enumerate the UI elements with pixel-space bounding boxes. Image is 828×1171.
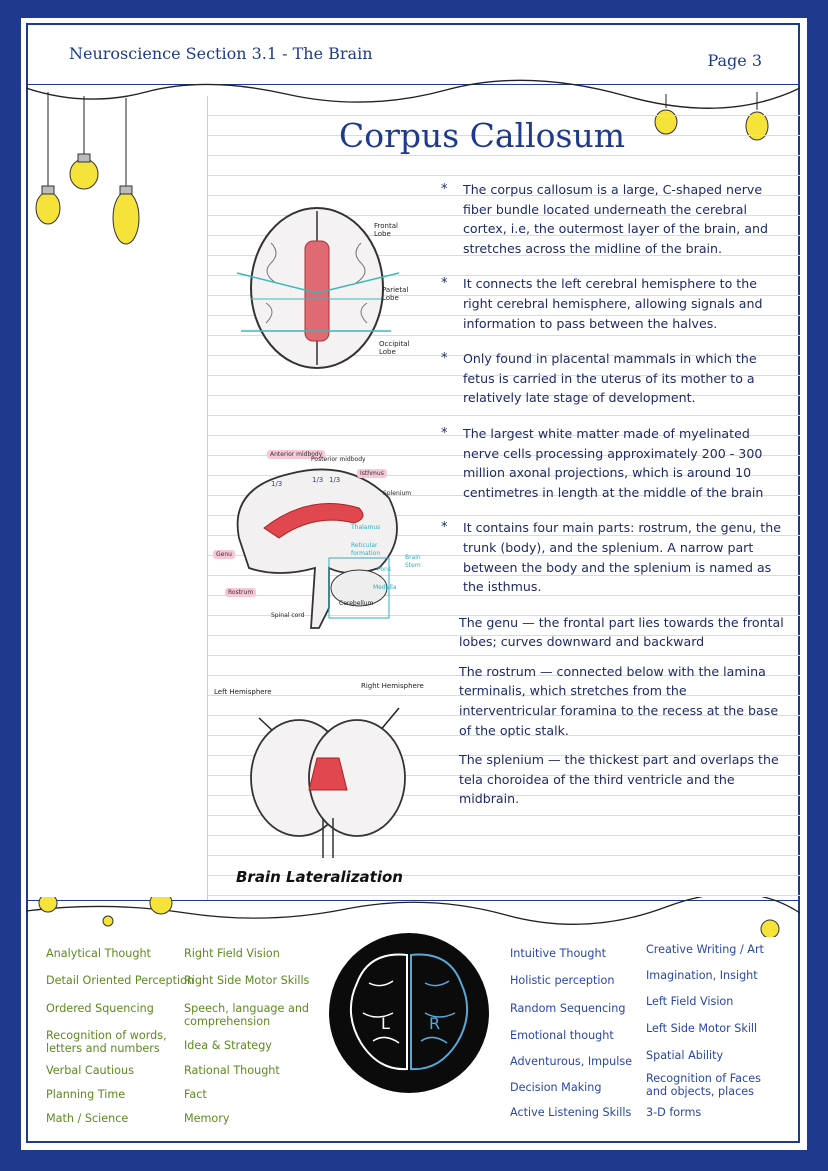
brain-lateralization-caption: Brain Lateralization	[236, 868, 403, 886]
anterior-midbody-tag: Anterior midbody	[267, 450, 326, 459]
trait-item: Active Listening Skills	[510, 1106, 632, 1119]
trait-item: Planning Time	[46, 1088, 126, 1101]
notes-bullet-list: *The corpus callosum is a large, C-shape…	[441, 180, 786, 819]
definition-note: The splenium — the thickest part and ove…	[459, 752, 779, 807]
bullet-note: *Only found in placental mammals in whic…	[441, 351, 757, 406]
trait-item: Idea & Strategy	[184, 1039, 272, 1052]
bulb-icon	[149, 897, 173, 915]
thalamus-label: Thalamus	[351, 524, 381, 531]
brain-stem-label: Brain Stem	[405, 554, 421, 569]
occipital-lobe-label: Occipital Lobe	[379, 340, 410, 356]
bullet-note: *The largest white matter made of myelin…	[441, 425, 764, 500]
brain-coronal-figure	[250, 707, 406, 858]
spinal-cord-label: Spinal cord	[271, 612, 305, 619]
left-brain-letter: L	[381, 1014, 390, 1033]
brain-icon: L R	[349, 953, 469, 1071]
trait-item: Decision Making	[510, 1081, 602, 1094]
bulb-icon	[38, 897, 58, 913]
trait-item: Right Field Vision	[184, 947, 280, 960]
brain-top-view-figure	[236, 207, 400, 369]
bullet-note: *The corpus callosum is a large, C-shape…	[441, 182, 768, 256]
frontal-lobe-label: Frontal Lobe	[374, 222, 398, 238]
right-hemisphere-label: Right Hemisphere	[361, 682, 424, 690]
bulb-icon	[102, 915, 114, 927]
trait-item: Recognition of Faces and objects, places	[646, 1072, 761, 1098]
posterior-midbody-label: Posterior midbody	[311, 456, 366, 463]
trait-item: Creative Writing / Art	[646, 943, 764, 956]
trait-item: Fact	[184, 1088, 207, 1101]
pons-label: Pons	[377, 566, 392, 573]
fraction-label: 1/3	[312, 476, 324, 484]
bulb-icon	[69, 153, 99, 190]
trait-item: Emotional thought	[510, 1029, 614, 1042]
trait-item: Intuitive Thought	[510, 947, 606, 960]
trait-item: Verbal Cautious	[46, 1064, 134, 1077]
rostrum-tag: Rostrum	[225, 588, 257, 597]
brain-traits-section: Analytical Thought Detail Oriented Perce…	[26, 897, 800, 1143]
trait-item: Imagination, Insight	[646, 969, 758, 982]
trait-item: Analytical Thought	[46, 947, 151, 960]
right-brain-letter: R	[429, 1014, 440, 1033]
parietal-lobe-label: Parietal Lobe	[382, 286, 409, 302]
notebook-page: Neuroscience Section 3.1 - The Brain Pag…	[21, 18, 807, 1150]
trait-item: Random Sequencing	[510, 1002, 626, 1015]
bottom-lights-decoration	[26, 897, 800, 937]
margin-line	[207, 96, 208, 900]
trait-item: Recognition of words, letters and number…	[46, 1029, 167, 1055]
trait-item: Speech, language and comprehension	[184, 1002, 310, 1028]
definition-note: The rostrum — connected below with the l…	[459, 663, 779, 738]
bulb-icon	[35, 185, 61, 225]
left-hemisphere-label: Left Hemisphere	[214, 688, 272, 696]
trait-item: Detail Oriented Perception	[46, 974, 195, 987]
section-title: Neuroscience Section 3.1 - The Brain	[69, 44, 373, 63]
trait-item: Memory	[184, 1112, 230, 1125]
isthmus-tag: Isthmus	[357, 469, 387, 478]
definition-note: The genu — the frontal part lies towards…	[459, 614, 784, 650]
trait-item: 3-D forms	[646, 1106, 702, 1119]
trait-item: Left Side Motor Skill	[646, 1022, 758, 1035]
trait-item: Spatial Ability	[646, 1049, 724, 1062]
brain-sagittal-figure	[236, 468, 398, 629]
fraction-label: 1/3	[329, 476, 341, 484]
trait-item: Rational Thought	[184, 1064, 280, 1077]
bullet-note: *It contains four main parts: rostrum, t…	[441, 520, 781, 595]
splenium-label: Splenium	[383, 490, 412, 497]
trait-item: Right Side Motor Skills	[184, 974, 310, 987]
trait-item: Ordered Squencing	[46, 1002, 154, 1015]
genu-tag: Genu	[213, 550, 235, 559]
medulla-label: Medulla	[373, 584, 397, 591]
trait-item: Left Field Vision	[646, 995, 734, 1008]
fraction-label: 1/3	[271, 480, 283, 488]
lateralized-brain-illustration: L R	[329, 933, 489, 1093]
trait-item: Holistic perception	[510, 974, 615, 987]
trait-item: Math / Science	[46, 1112, 129, 1125]
bullet-note: *It connects the left cerebral hemispher…	[441, 276, 763, 331]
reticular-formation-label: Reticular formation	[351, 542, 381, 557]
header-rule	[26, 84, 800, 85]
page-number: Page 3	[707, 51, 762, 70]
bulb-icon	[760, 919, 780, 937]
cerebellum-label: Cerebellum	[339, 600, 374, 607]
footer-rule	[26, 900, 800, 901]
bulb-icon	[112, 185, 140, 245]
page-heading: Corpus Callosum	[338, 116, 626, 155]
trait-item: Adventurous, Impulse	[510, 1055, 633, 1068]
